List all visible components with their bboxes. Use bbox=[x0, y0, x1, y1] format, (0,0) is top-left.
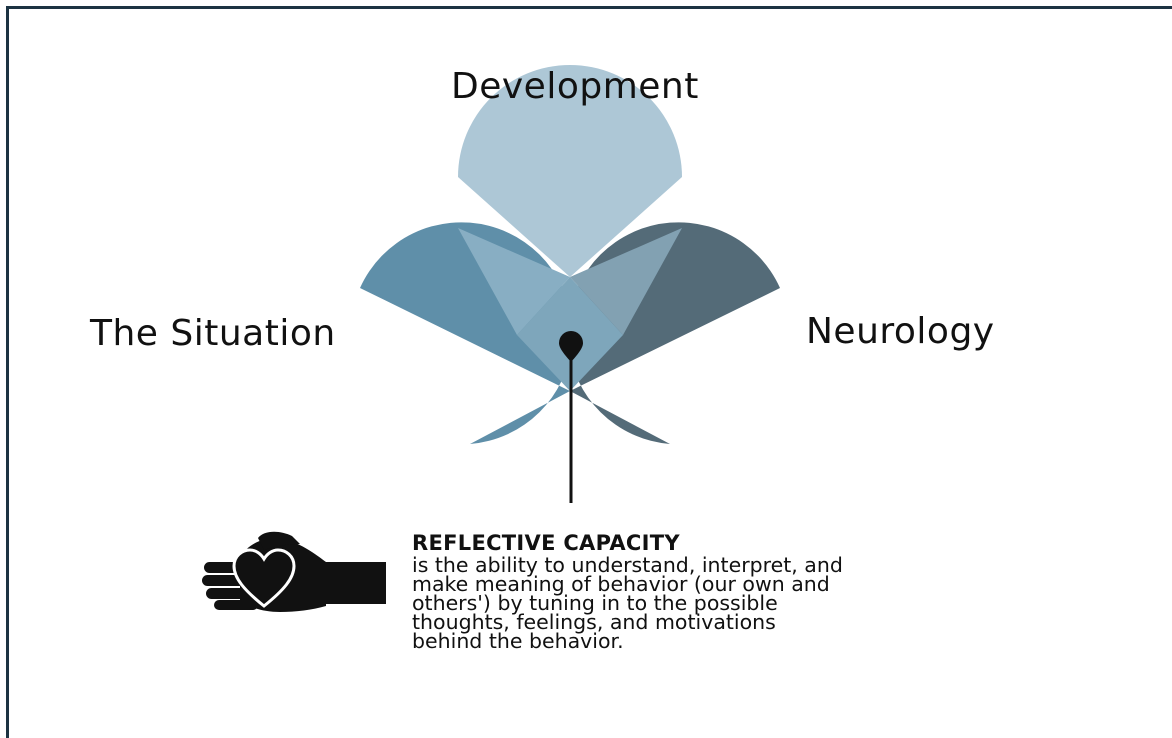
neurology-label: Neurology bbox=[806, 311, 995, 352]
overlap-development-neurology bbox=[570, 228, 682, 335]
definition-line: thoughts, feelings, and motivations bbox=[412, 610, 776, 634]
definition-block: REFLECTIVE CAPACITY is the ability to un… bbox=[412, 530, 952, 651]
definition-title: REFLECTIVE CAPACITY bbox=[412, 531, 680, 555]
overlap-development-situation bbox=[458, 228, 570, 335]
definition-line: others') by tuning in to the possible bbox=[412, 591, 778, 615]
development-label: Development bbox=[451, 66, 699, 107]
pin-head bbox=[559, 331, 583, 362]
hand-holding-heart-icon bbox=[202, 531, 386, 612]
definition-line: is the ability to understand, interpret,… bbox=[412, 553, 843, 577]
definition-line: make meaning of behavior (our own and bbox=[412, 572, 830, 596]
development-petal bbox=[458, 65, 682, 277]
definition-body: is the ability to understand, interpret,… bbox=[412, 553, 952, 653]
situation-label: The Situation bbox=[90, 313, 336, 354]
definition-line: behind the behavior. bbox=[412, 629, 624, 653]
page-frame bbox=[6, 6, 1172, 738]
